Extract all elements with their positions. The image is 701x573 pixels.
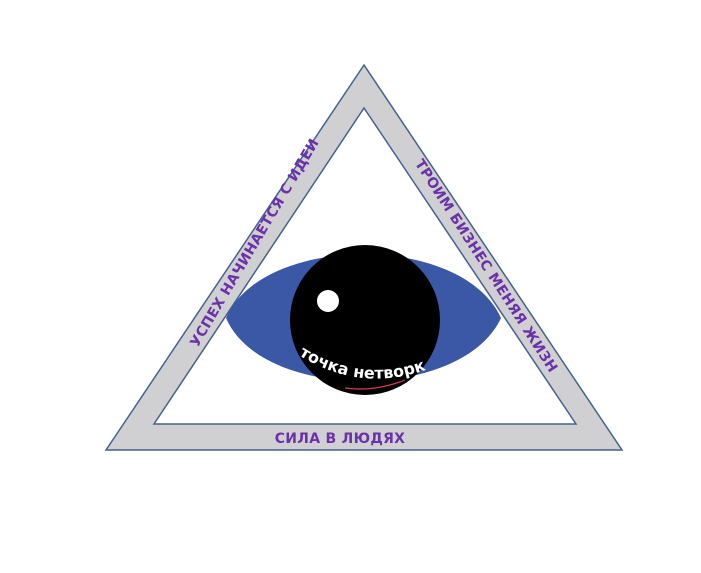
pupil-underline-accent (344, 379, 406, 390)
eye-pupil (290, 245, 440, 395)
eye-highlight (317, 290, 339, 312)
bottom-side-label: СИЛА В ЛЮДЯХ (275, 431, 406, 447)
